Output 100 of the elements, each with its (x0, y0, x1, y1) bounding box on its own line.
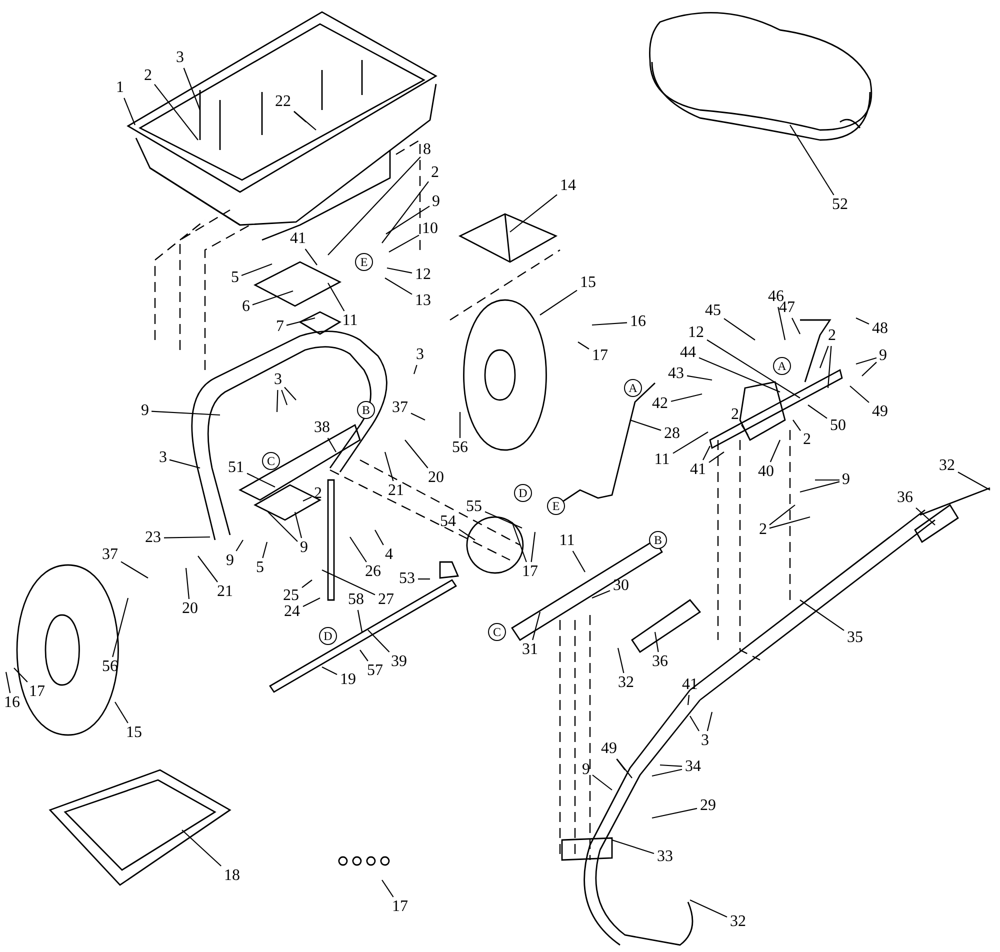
callout-number: 5 (230, 269, 240, 287)
leader-line (241, 263, 272, 276)
leader-line (698, 357, 780, 392)
callout-number: 49 (870, 403, 890, 421)
leader-line (530, 532, 536, 562)
callout-number: 56 (100, 658, 120, 676)
leader-line (592, 590, 610, 598)
callout-number: 31 (520, 641, 540, 659)
leader-line (578, 342, 590, 350)
leader-line (459, 412, 461, 438)
leader-line (616, 758, 632, 778)
leader-line (862, 362, 877, 376)
leader-line (124, 98, 136, 126)
leader-line (484, 511, 522, 528)
leader-line (708, 452, 724, 463)
leader-line (616, 758, 626, 770)
leader-line (630, 419, 662, 431)
leader-line (827, 346, 832, 388)
callout-number: 2 (826, 327, 838, 345)
leader-line (856, 357, 877, 365)
callout-number: 41 (680, 676, 700, 694)
leader-line (328, 156, 421, 256)
callout-number: 11 (340, 312, 360, 330)
leader-line (236, 540, 244, 552)
callout-number: 36 (895, 489, 915, 507)
leader-line (114, 702, 128, 724)
callout-number: 45 (703, 302, 723, 320)
leader-line (112, 598, 129, 658)
leader-line (382, 880, 394, 898)
callout-number: 17 (27, 683, 47, 701)
callout-number: 9 (878, 347, 888, 365)
callout-number: 16 (628, 313, 648, 331)
leader-line (652, 768, 682, 777)
leader-line (302, 598, 320, 607)
leader-line (246, 472, 276, 488)
callout-number: 9 (298, 539, 310, 557)
leader-line (612, 839, 654, 854)
leader-line (151, 410, 220, 416)
callout-number: 2 (430, 164, 440, 182)
leader-line (769, 504, 796, 526)
leader-line (169, 459, 200, 469)
leader-line (617, 648, 624, 674)
callout-number: 27 (376, 591, 396, 609)
leader-line (819, 346, 829, 368)
leader-line (792, 420, 801, 432)
leader-line (404, 440, 428, 468)
callout-number: 15 (578, 274, 598, 292)
callout-number: 14 (558, 177, 578, 195)
leader-line (792, 318, 800, 334)
leader-line (687, 694, 690, 706)
leader-line (458, 528, 476, 540)
leader-line (741, 424, 748, 436)
callout-number: 3 (158, 449, 168, 467)
leader-line (384, 452, 394, 482)
leader-line (706, 339, 800, 398)
callout-number: 5 (254, 559, 266, 577)
callout-number: 58 (346, 591, 366, 609)
circled-letter: A (773, 357, 791, 375)
leader-line (724, 318, 756, 340)
leader-line (374, 530, 384, 546)
circled-letter: D (319, 627, 337, 645)
callout-number: 3 (700, 732, 710, 750)
callout-number: 39 (389, 653, 409, 671)
callout-number: 57 (365, 662, 385, 680)
leader-line (572, 550, 586, 572)
leader-line (382, 181, 429, 244)
circled-letter: E (355, 253, 373, 271)
callout-number: 17 (390, 898, 410, 916)
leader-line (532, 612, 541, 640)
callout-number: 2 (802, 431, 812, 449)
leader-line (540, 290, 578, 316)
callout-number: 11 (652, 451, 672, 469)
circled-letter: B (357, 401, 375, 419)
leader-line (185, 568, 190, 600)
callout-number: 9 (580, 761, 592, 779)
leader-line (652, 808, 698, 819)
leader-line (511, 522, 527, 562)
callout-number: 55 (464, 498, 484, 516)
leader-line (410, 412, 426, 420)
leader-line (706, 712, 713, 732)
leader-line (800, 600, 844, 631)
callout-number: 25 (281, 587, 301, 605)
callout-number: 17 (520, 563, 540, 581)
leader-line (384, 278, 412, 295)
leader-line (686, 375, 712, 381)
leader-line (916, 508, 936, 526)
leader-line (322, 666, 338, 675)
leader-line (268, 512, 298, 542)
callout-number: 15 (124, 724, 144, 742)
leader-line (294, 512, 302, 538)
callout-number: 13 (413, 292, 433, 310)
leader-line (386, 206, 430, 234)
leader-line (322, 570, 376, 596)
callout-number: 50 (828, 417, 848, 435)
callout-number: 2 (758, 521, 768, 539)
callout-number: 33 (655, 848, 675, 866)
callout-number: 2 (730, 406, 740, 424)
leader-line (182, 830, 222, 866)
callout-number: 53 (397, 570, 417, 588)
leader-line (357, 610, 363, 632)
